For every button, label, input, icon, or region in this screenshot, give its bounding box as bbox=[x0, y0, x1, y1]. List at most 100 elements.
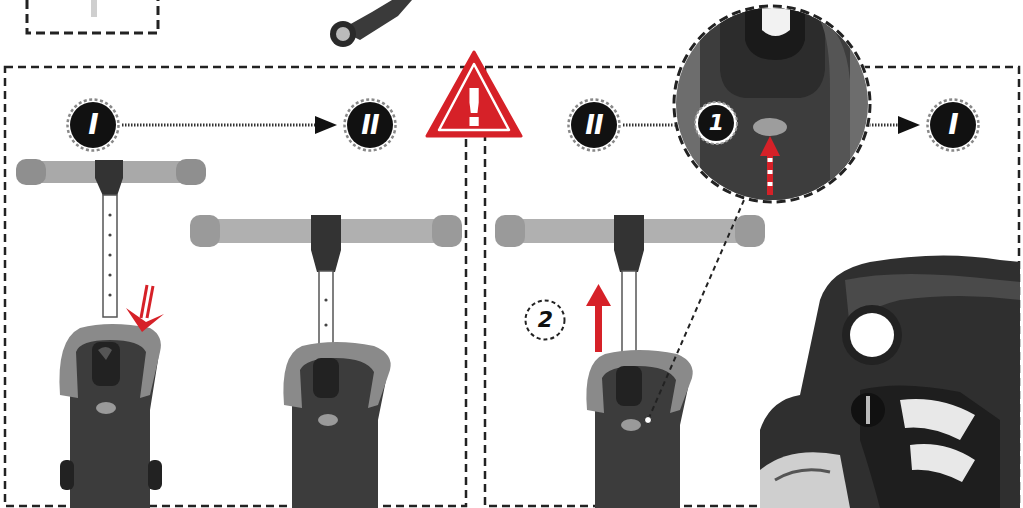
t-joint bbox=[95, 160, 123, 196]
grip bbox=[176, 159, 206, 185]
arrow-head bbox=[315, 116, 337, 134]
arrow-dashes bbox=[768, 160, 773, 184]
badge-circle bbox=[571, 102, 617, 148]
wheel bbox=[760, 452, 850, 508]
hole bbox=[108, 213, 111, 216]
badge-ring bbox=[345, 100, 396, 151]
step-badge: II bbox=[567, 98, 621, 152]
zoom-content bbox=[670, 0, 880, 210]
socket bbox=[616, 366, 642, 406]
button bbox=[621, 419, 641, 431]
hole bbox=[108, 253, 111, 256]
grip bbox=[190, 215, 220, 247]
button bbox=[96, 402, 116, 414]
t-joint bbox=[614, 215, 644, 272]
step-number: II bbox=[585, 112, 602, 138]
arrow-shaft bbox=[767, 150, 773, 195]
arrow-head bbox=[760, 136, 780, 156]
handlebar bbox=[16, 159, 206, 317]
hinge-pin bbox=[850, 313, 894, 357]
step-badge: I bbox=[926, 98, 980, 152]
socket bbox=[313, 358, 339, 398]
scooter-head bbox=[59, 324, 162, 508]
arrow-head bbox=[586, 284, 611, 306]
hole bbox=[108, 273, 111, 276]
hinge-closeup bbox=[760, 255, 1020, 508]
badge-ring bbox=[569, 100, 620, 151]
hole bbox=[324, 298, 327, 301]
badge-ring bbox=[928, 100, 979, 151]
top-fragment bbox=[27, 0, 412, 47]
socket bbox=[92, 342, 120, 386]
grip bbox=[432, 215, 462, 247]
arrow-shaft bbox=[595, 300, 602, 352]
step-number: I bbox=[948, 111, 957, 139]
socket bbox=[720, 0, 825, 98]
wheel-hub bbox=[336, 27, 350, 41]
stem-holes bbox=[108, 213, 111, 296]
step-badge: 1 bbox=[694, 101, 738, 145]
callout-number: 2 bbox=[524, 299, 566, 341]
wheel bbox=[330, 21, 356, 47]
screw-slot bbox=[866, 396, 870, 424]
arrow-shaft bbox=[141, 285, 147, 318]
grip bbox=[735, 215, 765, 247]
step-number: 2 bbox=[538, 309, 552, 331]
handlebar bbox=[495, 215, 765, 371]
arrow-head bbox=[898, 116, 920, 134]
step-number: I bbox=[88, 111, 97, 139]
leader-line bbox=[648, 200, 744, 420]
release-button bbox=[753, 118, 787, 136]
step-badge: I bbox=[66, 98, 120, 152]
scooter-head bbox=[283, 342, 390, 508]
wheel-edge bbox=[775, 470, 830, 480]
dashed-frame bbox=[27, 0, 158, 33]
wheel bbox=[148, 460, 162, 490]
badge-circle bbox=[347, 102, 393, 148]
body bbox=[68, 326, 159, 508]
warning-triangle bbox=[427, 52, 521, 136]
edge-highlight bbox=[820, 20, 850, 210]
leader-dot bbox=[645, 417, 652, 424]
button bbox=[318, 414, 338, 426]
grip bbox=[495, 215, 525, 247]
cap bbox=[283, 342, 390, 408]
wheel bbox=[60, 460, 74, 490]
badge-circle bbox=[698, 105, 734, 141]
callout-circle bbox=[526, 301, 565, 340]
badge-circle bbox=[70, 102, 116, 148]
badge-ring bbox=[695, 102, 737, 144]
step-badge: II bbox=[343, 98, 397, 152]
arrow-shaft bbox=[147, 286, 153, 318]
cap bbox=[586, 350, 692, 413]
red-arrow-up bbox=[586, 284, 611, 352]
badge-circle bbox=[930, 102, 976, 148]
red-arrow-down bbox=[126, 285, 164, 332]
warning-mark: ! bbox=[462, 82, 486, 134]
dotted-line bbox=[122, 124, 317, 127]
step-number: II bbox=[361, 112, 378, 138]
slot bbox=[910, 444, 975, 482]
badge-ring bbox=[68, 100, 119, 151]
step-number: 1 bbox=[709, 112, 723, 134]
slot bbox=[900, 399, 975, 440]
t-joint bbox=[311, 215, 341, 272]
frame-part bbox=[760, 255, 1020, 508]
screw bbox=[851, 393, 885, 427]
stem bbox=[103, 195, 117, 317]
hole bbox=[324, 323, 327, 326]
hole bbox=[108, 233, 111, 236]
socket-hole bbox=[98, 347, 112, 360]
warning-sign: ! bbox=[425, 50, 523, 138]
zoom-background bbox=[670, 0, 880, 210]
hole bbox=[108, 293, 111, 296]
stem-part bbox=[91, 0, 97, 17]
scooter-head bbox=[586, 350, 692, 508]
hinge-ring bbox=[842, 305, 902, 365]
dotted-arrow bbox=[122, 116, 337, 134]
